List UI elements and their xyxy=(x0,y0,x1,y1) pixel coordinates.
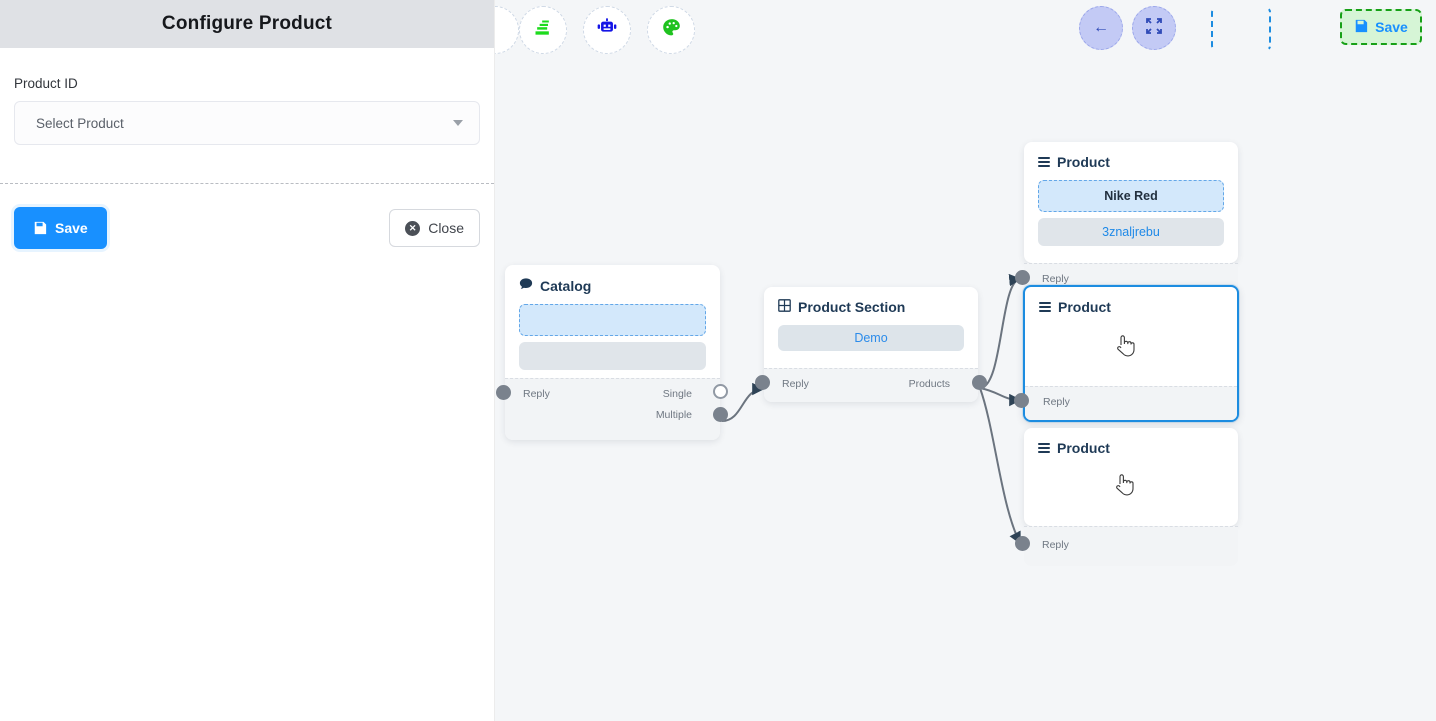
port-label-reply: Reply xyxy=(523,388,550,400)
product-select[interactable]: Select Product xyxy=(14,101,480,145)
node-catalog-header: Catalog xyxy=(505,265,720,304)
node-product-3-header: Product xyxy=(1024,428,1238,466)
canvas-save-label: Save xyxy=(1375,19,1408,35)
node-product-3-body xyxy=(1024,466,1238,512)
floppy-disk-icon xyxy=(33,221,47,235)
node-product-section-header: Product Section xyxy=(764,287,978,325)
node-product-section[interactable]: Product Section Demo Reply Products xyxy=(755,287,987,402)
port-single-out[interactable] xyxy=(713,384,728,399)
arrow-left-icon: ← xyxy=(1093,19,1109,36)
empty-toolbar-slot[interactable] xyxy=(1211,7,1271,51)
node-catalog-title: Catalog xyxy=(540,277,592,294)
grid-icon xyxy=(778,299,791,315)
node-product-2-footer: Reply xyxy=(1014,386,1237,420)
port-label-reply: Reply xyxy=(1042,539,1069,551)
fit-view-button[interactable] xyxy=(1132,6,1176,50)
node-catalog-footer: Reply Single Multiple xyxy=(496,378,728,440)
node-catalog-body xyxy=(505,304,720,384)
product-select-value: Select Product xyxy=(36,115,124,131)
node-product-section-title: Product Section xyxy=(798,299,906,315)
node-product-3-title: Product xyxy=(1057,440,1110,456)
port-products-out[interactable] xyxy=(972,375,987,390)
palette-icon xyxy=(661,17,682,43)
page-title: Configure Product xyxy=(161,13,333,34)
demo-button[interactable]: Demo xyxy=(778,325,964,351)
configure-product-panel: Configure Product Product ID Select Prod… xyxy=(0,0,495,721)
toolbar-stack-button[interactable] xyxy=(519,6,567,54)
node-product-section-body: Demo xyxy=(764,325,978,365)
port-reply-in[interactable] xyxy=(496,385,511,400)
canvas-save-button[interactable]: Save xyxy=(1340,9,1422,45)
port-label-single: Single xyxy=(662,388,692,400)
hand-cursor-icon xyxy=(1113,333,1139,359)
close-button[interactable]: ✕ Close xyxy=(389,209,480,247)
port-label-reply: Reply xyxy=(1042,273,1069,285)
node-catalog[interactable]: Catalog Reply Single Multiple xyxy=(496,265,728,440)
node-product-3-footer: Reply xyxy=(1015,526,1238,566)
flow-canvas[interactable]: ← Save C xyxy=(495,0,1436,721)
node-product-2-header: Product xyxy=(1025,287,1237,325)
node-product-2-body xyxy=(1025,325,1237,376)
panel-header: Configure Product xyxy=(0,0,494,48)
chevron-down-icon xyxy=(453,120,463,126)
stack-icon xyxy=(533,18,553,43)
floppy-disk-icon xyxy=(1354,19,1368,36)
back-button[interactable]: ← xyxy=(1079,6,1123,50)
edge-catalog-to-section xyxy=(721,382,765,422)
catalog-message-bar[interactable] xyxy=(519,304,706,336)
port-reply-in[interactable] xyxy=(1014,393,1029,408)
list-icon xyxy=(1039,300,1051,314)
node-product-1[interactable]: Product Nike Red 3znaljrebu xyxy=(1024,142,1238,263)
port-multiple-out[interactable] xyxy=(713,407,728,422)
node-product-section-footer: Reply Products xyxy=(755,368,987,402)
panel-body: Product ID Select Product xyxy=(0,48,494,145)
list-icon xyxy=(1038,155,1050,169)
product-1-name-bar[interactable]: Nike Red xyxy=(1038,180,1224,212)
close-button-label: Close xyxy=(428,220,464,236)
panel-divider xyxy=(0,183,494,184)
list-icon xyxy=(1038,441,1050,455)
chat-bubble-icon xyxy=(519,277,533,294)
port-reply-in[interactable] xyxy=(1015,270,1030,285)
node-product-1-title: Product xyxy=(1057,154,1110,170)
port-label-reply: Reply xyxy=(1043,396,1070,408)
toolbar-bot-button[interactable] xyxy=(583,6,631,54)
port-reply-in[interactable] xyxy=(1015,536,1030,551)
toolbar-theme-button[interactable] xyxy=(647,6,695,54)
hand-cursor-icon xyxy=(1112,472,1138,498)
node-product-3[interactable]: Product xyxy=(1024,428,1238,526)
robot-icon xyxy=(596,17,618,44)
close-icon: ✕ xyxy=(405,220,421,236)
catalog-secondary-bar[interactable] xyxy=(519,342,706,370)
compress-icon xyxy=(1146,17,1162,39)
port-label-products: Products xyxy=(908,378,950,390)
panel-footer: Save ✕ Close xyxy=(0,183,494,273)
node-product-1-body: Nike Red 3znaljrebu xyxy=(1024,180,1238,260)
product-1-secondary-bar[interactable]: 3znaljrebu xyxy=(1038,218,1224,246)
save-button[interactable]: Save xyxy=(14,207,107,249)
port-reply-in[interactable] xyxy=(755,375,770,390)
port-label-reply: Reply xyxy=(782,378,809,390)
node-product-2[interactable]: Product Reply xyxy=(1014,285,1239,422)
product-id-label: Product ID xyxy=(14,76,78,91)
edge-section-to-product3 xyxy=(979,387,1021,545)
save-button-label: Save xyxy=(55,220,88,236)
node-product-2-title: Product xyxy=(1058,299,1111,315)
edge-section-to-product1 xyxy=(979,273,1022,389)
port-label-multiple: Multiple xyxy=(655,409,692,421)
toolbar-icon-button-partial[interactable] xyxy=(495,6,519,54)
node-product-1-header: Product xyxy=(1024,142,1238,180)
